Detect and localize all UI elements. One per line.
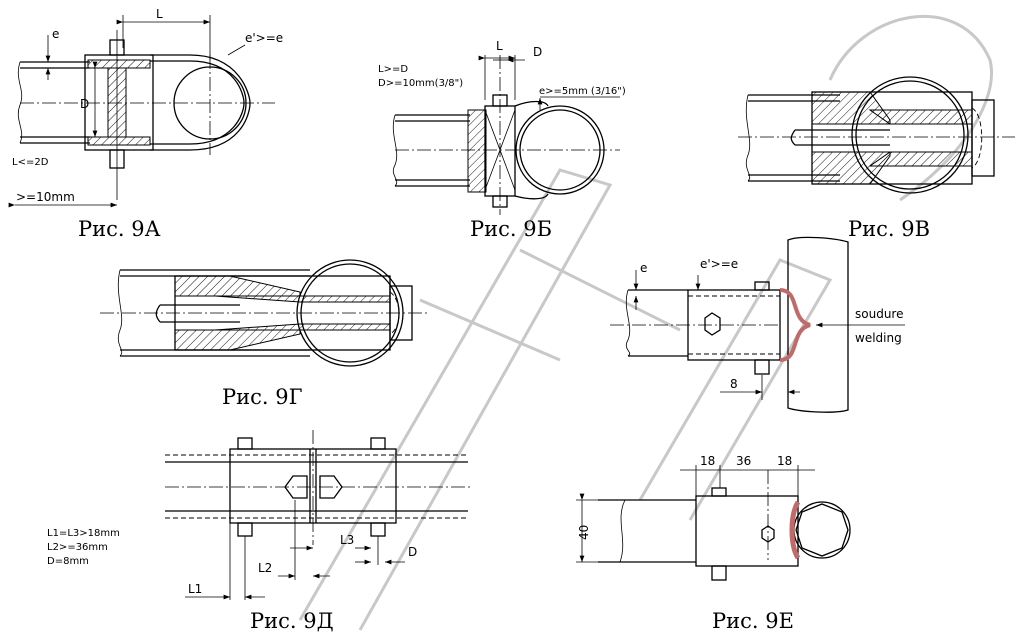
caption-9v: Рис. 9В	[848, 217, 930, 241]
figure-9e: 18 36 18 40 Рис. 9Е	[576, 454, 851, 633]
figure-9a: L e e'>=e D L<=2D >=10mm Рис. 9А	[8, 7, 283, 241]
fig9d-note-d: D=8mm	[47, 556, 89, 567]
fig9a-dim-l: L	[156, 7, 163, 21]
fig9d-dim-l3: L3	[340, 533, 354, 547]
watermark	[298, 14, 993, 631]
weld-dim-e: e	[640, 261, 647, 275]
fig9d-dim-l2: L2	[258, 561, 272, 575]
fig9b-note-e: e>=5mm (3/16")	[539, 86, 626, 97]
fig9a-dim-e-prime: e'>=e	[245, 31, 283, 45]
caption-9d: Рис. 9Д	[250, 609, 334, 633]
fig9e-dim-36: 36	[736, 454, 751, 468]
fig9b-note-l: L>=D	[378, 64, 408, 75]
fig9a-dim-d: D	[80, 97, 89, 111]
weld-label-soudure: soudure	[855, 307, 903, 321]
fig9d-dim-d: D	[408, 545, 417, 559]
fig9e-dim-40: 40	[577, 525, 591, 540]
fig9b-dim-d: D	[533, 45, 542, 59]
weld-label-welding: welding	[855, 331, 902, 345]
fig9b-dim-l: L	[496, 39, 503, 53]
fig9d-dim-l1: L1	[188, 582, 202, 596]
weld-dim-8: 8	[730, 377, 738, 391]
fig9e-dim-18-left: 18	[700, 454, 715, 468]
fig9d-note-l1: L1=L3>18mm	[47, 528, 120, 539]
fig9a-dim-10mm: >=10mm	[16, 190, 75, 204]
figure-weld: e e'>=e soudure welding 8	[610, 236, 905, 413]
fig9a-note-l: L<=2D	[12, 157, 49, 168]
fig9e-dim-18-right: 18	[777, 454, 792, 468]
figure-9d: L1 L2 L3 D L1=L3>18mm L2>=36mm D=8mm Рис…	[47, 430, 470, 633]
caption-9g: Рис. 9Г	[222, 385, 303, 409]
caption-9a: Рис. 9А	[78, 217, 161, 241]
fig9d-note-l2: L2>=36mm	[47, 542, 108, 553]
caption-9b: Рис. 9Б	[470, 217, 552, 241]
fig9b-note-d: D>=10mm(3/8")	[378, 78, 463, 89]
caption-9e: Рис. 9Е	[712, 609, 794, 633]
fig9a-dim-e: e	[52, 27, 59, 41]
figure-9b: L D L>=D D>=10mm(3/8") e>=5mm (3/16") Ри…	[378, 39, 626, 241]
figure-9g: Рис. 9Г	[100, 259, 430, 409]
figure-9v: Рис. 9В	[738, 76, 1015, 241]
weld-dim-e-prime: e'>=e	[700, 257, 738, 271]
